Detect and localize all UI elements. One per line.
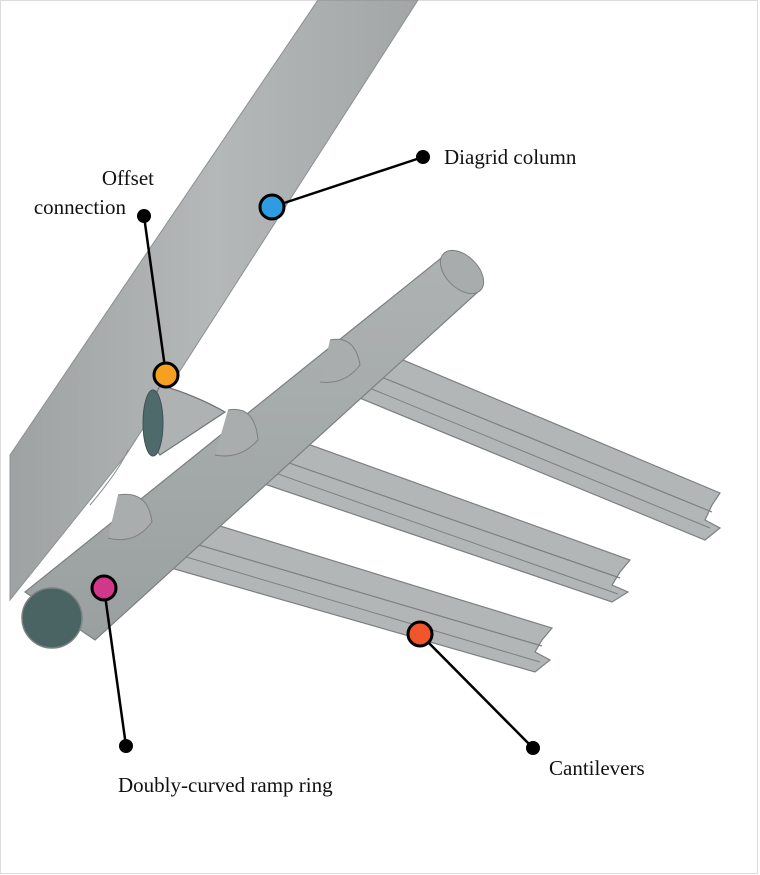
offset-connection-label-line1: Offset bbox=[102, 166, 154, 190]
cantilevers-dot bbox=[526, 741, 540, 755]
offset-connection-dot bbox=[137, 209, 151, 223]
ramp-ring-label: Doubly-curved ramp ring bbox=[118, 773, 333, 797]
diagrid-column-marker bbox=[258, 193, 286, 221]
cantilevers-marker bbox=[406, 620, 434, 648]
diagrid-column-shape bbox=[9, 0, 419, 602]
cantilevers-leader bbox=[419, 633, 534, 749]
ramp-ring-marker bbox=[90, 574, 118, 602]
ramp-ring-leader bbox=[102, 587, 128, 747]
cantilever-beams bbox=[149, 341, 722, 673]
diagrid-column-label: Diagrid column bbox=[444, 145, 577, 169]
ramp-ring-dot bbox=[119, 739, 133, 753]
offset-connection-marker bbox=[152, 361, 180, 389]
offset-connection-label-line2: connection bbox=[34, 195, 127, 219]
offset-connection-leader bbox=[142, 215, 168, 376]
diagrid-column-leader bbox=[271, 155, 424, 209]
diagrid-column-dot bbox=[416, 150, 430, 164]
ramp-ring-shape bbox=[21, 249, 485, 649]
cantilevers-label: Cantilevers bbox=[549, 756, 645, 780]
